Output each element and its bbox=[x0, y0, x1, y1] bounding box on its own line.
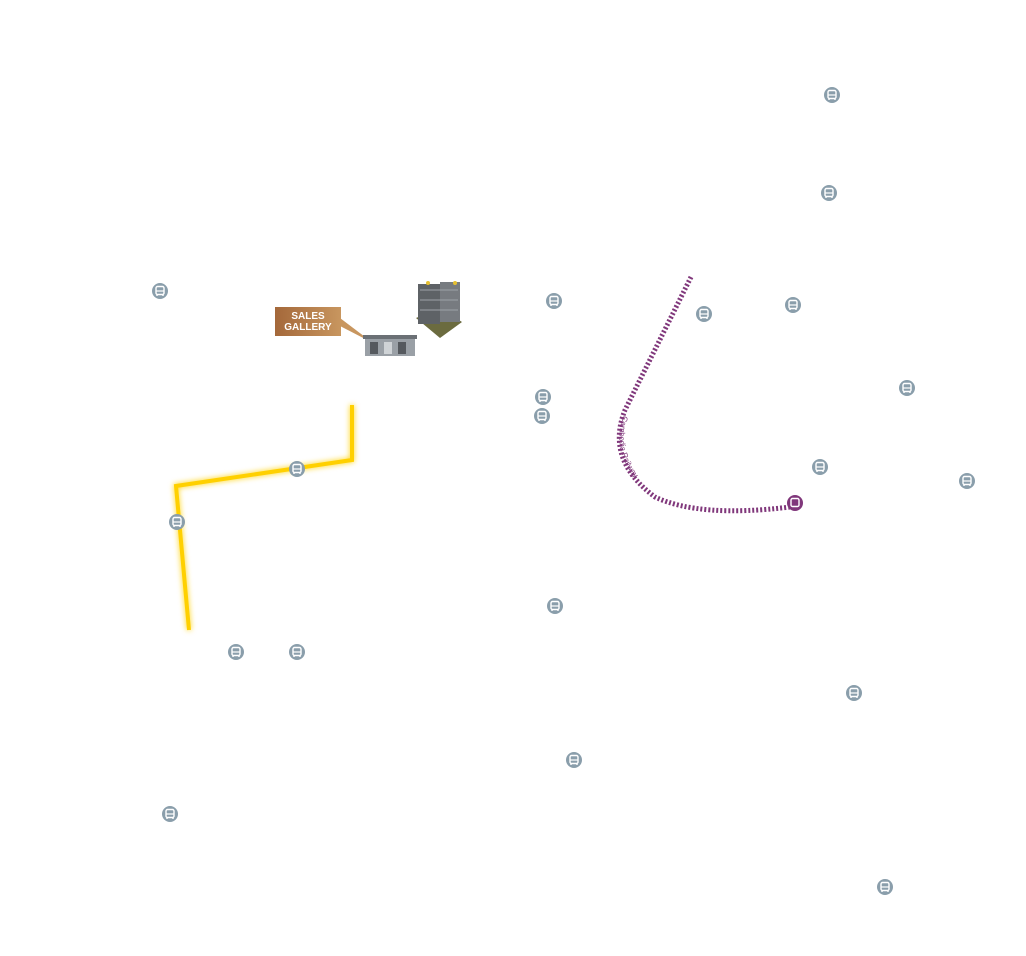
bus-icon[interactable] bbox=[876, 878, 894, 896]
bus-icon[interactable] bbox=[168, 513, 186, 531]
bus-icon[interactable] bbox=[161, 805, 179, 823]
bus-icon[interactable] bbox=[958, 472, 976, 490]
bus-icon[interactable] bbox=[546, 597, 564, 615]
train-icon bbox=[790, 497, 800, 508]
bus-icon[interactable] bbox=[534, 388, 552, 406]
bus-icon[interactable] bbox=[151, 282, 169, 300]
bus-icon[interactable] bbox=[845, 684, 863, 702]
bus-icon[interactable] bbox=[288, 643, 306, 661]
tower-project-image bbox=[416, 281, 462, 338]
highlighted-route bbox=[173, 405, 354, 631]
bus-icon[interactable] bbox=[565, 751, 583, 769]
sales-gallery-building-image bbox=[363, 335, 417, 356]
bus-stops bbox=[151, 86, 976, 896]
bus-icon[interactable] bbox=[784, 296, 802, 314]
bus-icon[interactable] bbox=[811, 458, 829, 476]
train-station-marker[interactable] bbox=[787, 495, 803, 511]
bus-icon[interactable] bbox=[545, 292, 563, 310]
sales-gallery-label: SALES GALLERY bbox=[284, 311, 332, 333]
railway-label: Cambodia Railway bbox=[617, 415, 640, 479]
sales-gallery-tag[interactable]: SALES GALLERY bbox=[275, 307, 341, 336]
bus-icon[interactable] bbox=[227, 643, 245, 661]
bus-icon[interactable] bbox=[898, 379, 916, 397]
bus-icon[interactable] bbox=[288, 460, 306, 478]
bus-icon[interactable] bbox=[823, 86, 841, 104]
bus-icon[interactable] bbox=[533, 407, 551, 425]
bus-icon[interactable] bbox=[820, 184, 838, 202]
cambodia-railway-line bbox=[616, 275, 791, 514]
bus-icon[interactable] bbox=[695, 305, 713, 323]
